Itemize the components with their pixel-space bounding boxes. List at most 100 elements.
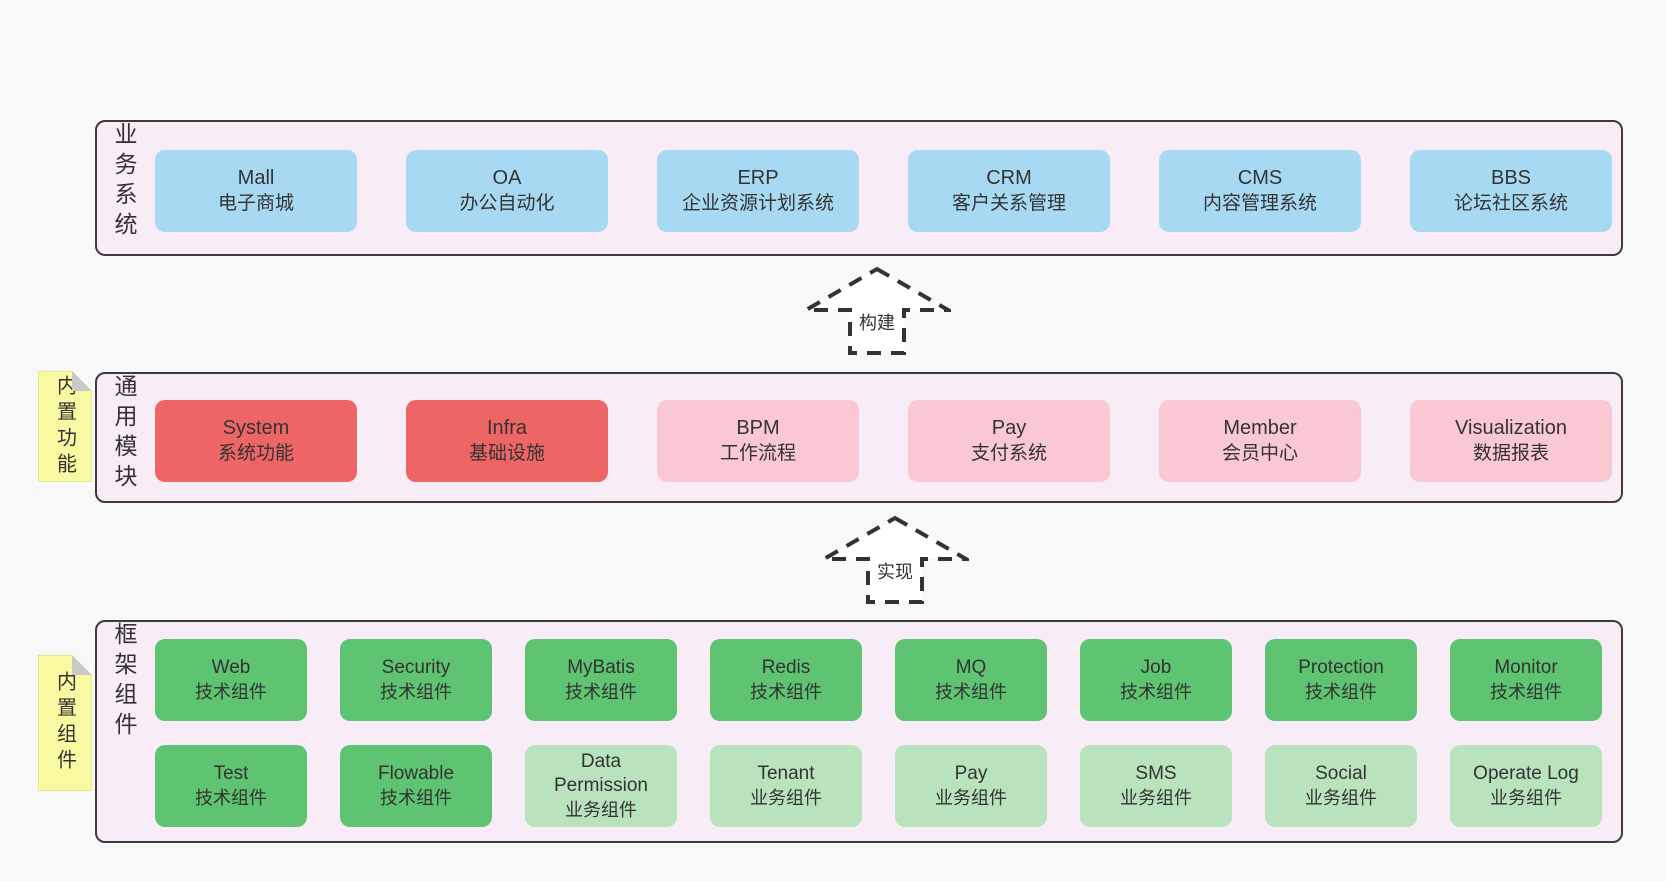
- arrow-build: 构建: [803, 266, 951, 356]
- box-job: Job 技术组件: [1080, 639, 1232, 721]
- box-social: Social 业务组件: [1265, 745, 1417, 827]
- box-infra-title: Infra: [486, 417, 528, 439]
- box-crm-title: CRM: [986, 167, 1032, 189]
- box-web-subtitle: 技术组件: [195, 682, 267, 702]
- box-infra-subtitle: 基础设施: [468, 443, 545, 464]
- box-mq-subtitle: 技术组件: [935, 682, 1007, 702]
- box-visualization-subtitle: 数据报表: [1472, 443, 1549, 464]
- box-mall-title: Mall: [237, 167, 275, 189]
- box-visualization-title: Visualization: [1455, 417, 1567, 439]
- box-pay-component-title: Pay: [954, 763, 988, 784]
- box-erp-title: ERP: [737, 167, 779, 189]
- box-mybatis: MyBatis 技术组件: [525, 639, 677, 721]
- box-protection-title: Protection: [1298, 657, 1384, 678]
- box-mall: Mall 电子商城: [155, 150, 357, 232]
- sticky-built-in-features: 内置功能: [38, 371, 92, 482]
- box-tenant-title: Tenant: [757, 763, 815, 784]
- box-member-subtitle: 会员中心: [1221, 443, 1298, 464]
- box-social-title: Social: [1315, 763, 1367, 784]
- box-web-title: Web: [211, 657, 251, 678]
- box-pay-module: Pay 支付系统: [908, 400, 1110, 482]
- folded-corner-icon: [72, 371, 92, 391]
- box-system-subtitle: 系统功能: [217, 443, 294, 464]
- box-protection-subtitle: 技术组件: [1305, 682, 1377, 702]
- box-redis-subtitle: 技术组件: [750, 682, 822, 702]
- box-tenant: Tenant 业务组件: [710, 745, 862, 827]
- box-erp-subtitle: 企业资源计划系统: [681, 193, 834, 214]
- box-test: Test 技术组件: [155, 745, 307, 827]
- arrow-build-label: 构建: [856, 309, 898, 335]
- sticky-built-in-components-label: 内置组件: [53, 671, 76, 775]
- box-oa-title: OA: [492, 167, 522, 189]
- common-modules-panel: 通用模块 System 系统功能 Infra 基础设施 BPM 工作流程 Pay…: [95, 372, 1623, 503]
- box-pay-component: Pay 业务组件: [895, 745, 1047, 827]
- box-data-permission-title: Data Permission: [554, 751, 648, 796]
- box-test-subtitle: 技术组件: [195, 788, 267, 808]
- box-infra: Infra 基础设施: [406, 400, 608, 482]
- box-oa-subtitle: 办公自动化: [459, 193, 555, 214]
- arrow-implement: 实现: [821, 515, 969, 605]
- box-flowable-subtitle: 技术组件: [380, 788, 452, 808]
- common-modules-panel-label: 通用模块: [111, 374, 137, 494]
- box-mall-subtitle: 电子商城: [217, 193, 294, 214]
- box-cms: CMS 内容管理系统: [1159, 150, 1361, 232]
- box-protection: Protection 技术组件: [1265, 639, 1417, 721]
- box-bbs-title: BBS: [1490, 167, 1532, 189]
- business-systems-panel: 业务系统 Mall 电子商城 OA 办公自动化 ERP 企业资源计划系统 CRM…: [95, 120, 1623, 256]
- box-mybatis-subtitle: 技术组件: [565, 682, 637, 702]
- box-pay-component-subtitle: 业务组件: [935, 788, 1007, 808]
- box-job-subtitle: 技术组件: [1120, 682, 1192, 702]
- framework-components-panel-label: 框架组件: [111, 622, 137, 742]
- box-operate-log-subtitle: 业务组件: [1490, 788, 1562, 808]
- box-monitor-subtitle: 技术组件: [1490, 682, 1562, 702]
- box-sms-title: SMS: [1135, 763, 1177, 784]
- box-oa: OA 办公自动化: [406, 150, 608, 232]
- box-redis-title: Redis: [761, 657, 811, 678]
- box-test-title: Test: [213, 763, 249, 784]
- box-erp: ERP 企业资源计划系统: [657, 150, 859, 232]
- box-member-title: Member: [1223, 417, 1297, 439]
- box-job-title: Job: [1140, 657, 1172, 678]
- box-flowable-title: Flowable: [377, 763, 455, 784]
- box-bbs: BBS 论坛社区系统: [1410, 150, 1612, 232]
- box-pay-module-subtitle: 支付系统: [970, 443, 1047, 464]
- box-sms-subtitle: 业务组件: [1120, 788, 1192, 808]
- box-mq-title: MQ: [955, 657, 987, 678]
- box-system-title: System: [222, 417, 290, 439]
- box-member: Member 会员中心: [1159, 400, 1361, 482]
- box-operate-log-title: Operate Log: [1473, 763, 1579, 784]
- box-crm: CRM 客户关系管理: [908, 150, 1110, 232]
- box-cms-subtitle: 内容管理系统: [1202, 193, 1317, 214]
- box-system: System 系统功能: [155, 400, 357, 482]
- business-systems-panel-label: 业务系统: [111, 122, 137, 242]
- box-sms: SMS 业务组件: [1080, 745, 1232, 827]
- framework-components-panel: 框架组件 Web 技术组件 Security 技术组件 MyBatis 技术组件…: [95, 620, 1623, 843]
- box-mybatis-title: MyBatis: [567, 657, 635, 678]
- box-security: Security 技术组件: [340, 639, 492, 721]
- box-web: Web 技术组件: [155, 639, 307, 721]
- box-monitor: Monitor 技术组件: [1450, 639, 1602, 721]
- box-bpm-title: BPM: [736, 417, 780, 439]
- box-security-subtitle: 技术组件: [380, 682, 452, 702]
- box-data-permission-subtitle: 业务组件: [565, 800, 637, 820]
- box-security-title: Security: [381, 657, 451, 678]
- box-cms-title: CMS: [1237, 167, 1283, 189]
- box-operate-log: Operate Log 业务组件: [1450, 745, 1602, 827]
- box-mq: MQ 技术组件: [895, 639, 1047, 721]
- box-bpm-subtitle: 工作流程: [719, 443, 796, 464]
- box-pay-module-title: Pay: [991, 417, 1027, 439]
- box-visualization: Visualization 数据报表: [1410, 400, 1612, 482]
- box-flowable: Flowable 技术组件: [340, 745, 492, 827]
- sticky-built-in-components: 内置组件: [38, 655, 92, 791]
- box-tenant-subtitle: 业务组件: [750, 788, 822, 808]
- box-bbs-subtitle: 论坛社区系统: [1453, 193, 1568, 214]
- box-social-subtitle: 业务组件: [1305, 788, 1377, 808]
- box-redis: Redis 技术组件: [710, 639, 862, 721]
- box-crm-subtitle: 客户关系管理: [951, 193, 1066, 214]
- arrow-implement-label: 实现: [874, 558, 916, 584]
- box-data-permission: Data Permission 业务组件: [525, 745, 677, 827]
- box-bpm: BPM 工作流程: [657, 400, 859, 482]
- sticky-built-in-features-label: 内置功能: [53, 374, 76, 479]
- folded-corner-icon: [72, 655, 92, 675]
